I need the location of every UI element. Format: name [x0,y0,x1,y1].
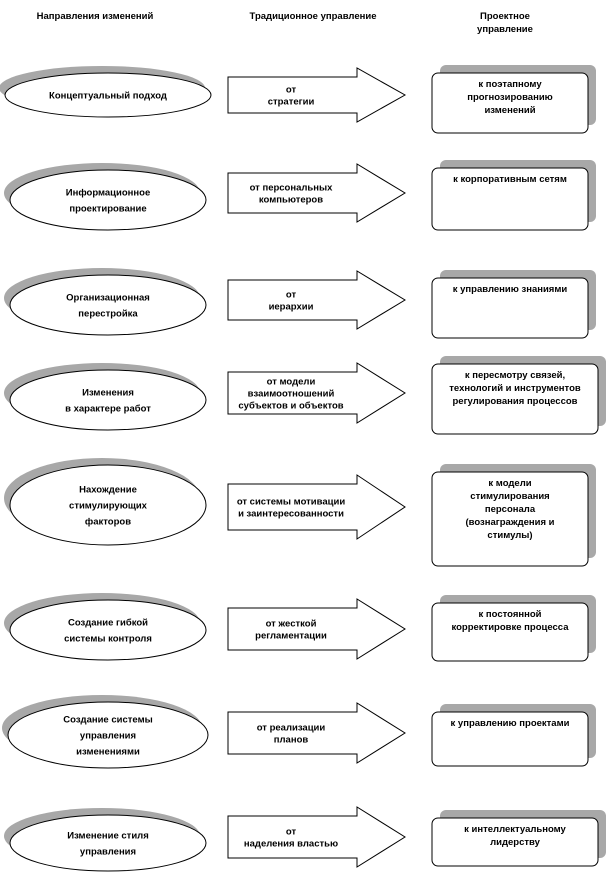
direction-label: Изменение стиля [67,831,149,842]
traditional-label: стратегии [268,97,315,108]
direction-label: Концептуальный подход [49,91,167,102]
traditional-label: от жесткой [266,619,317,630]
direction-label: проектирование [69,204,146,215]
project-box [431,711,589,767]
direction-label: факторов [85,517,131,528]
project-box [431,602,589,662]
project-label: технологий и инструментов [449,383,581,394]
arrow-shape [227,598,406,660]
traditional-label: от реализации [257,723,326,734]
traditional-label: компьютеров [259,195,323,206]
traditional-label: планов [274,735,309,746]
header-project-line: Проектное [480,11,530,22]
direction-ellipse [9,274,207,336]
traditional-label: от персональных [250,183,334,194]
project-box [431,363,599,435]
project-label: к модели [488,478,531,489]
project-label: (вознаграждения и [466,517,555,528]
direction-ellipse [9,464,207,546]
arrow-shape [227,270,406,330]
project-label: изменений [484,105,535,116]
direction-label: Организационная [66,293,150,304]
project-box [431,72,589,134]
traditional-label: наделения властью [244,839,338,850]
direction-label: Создание системы [63,715,152,726]
traditional-label: взаимоотношений [248,389,335,400]
arrow-shape [227,362,406,424]
project-label: стимулирования [470,491,549,502]
arrow-shape [227,474,406,540]
direction-label: Информационное [66,188,150,199]
traditional-label: от [286,290,297,301]
project-label: к корпоративным сетям [453,174,567,185]
direction-label: стимулирующих [69,501,148,512]
direction-ellipse [9,369,207,431]
direction-ellipse [9,599,207,661]
arrow-shape [227,806,406,868]
direction-label: системы контроля [64,634,152,645]
arrow-shape [227,702,406,764]
traditional-label: от [286,827,297,838]
header-project: Проектное управление [465,10,545,36]
header-directions: Направления изменений [36,11,154,22]
project-label: к поэтапному [478,79,542,90]
arrow-shape [227,163,406,223]
direction-label: перестройка [78,309,138,320]
project-label: к пересмотру связей, [465,370,565,381]
project-box [431,167,589,231]
project-label: прогнозированию [467,92,553,103]
traditional-label: от [286,85,297,96]
arrow-shape [227,67,407,123]
project-label: к управлению знаниями [453,284,568,295]
project-label: к интеллектуальному [464,824,566,835]
direction-ellipse [9,814,207,872]
direction-label: Изменения [82,388,134,399]
traditional-label: от модели [267,377,316,388]
direction-label: в характере работ [65,404,151,415]
direction-label: Создание гибкой [68,618,148,629]
direction-ellipse [9,169,207,231]
project-label: к постоянной [479,609,542,620]
direction-ellipse [7,701,209,769]
project-label: стимулы) [487,530,532,541]
project-box [431,817,599,867]
direction-label: изменениями [76,747,140,758]
header-project-line: управление [477,24,533,35]
project-label: лидерству [490,837,541,848]
traditional-label: регламентации [255,631,327,642]
direction-label: Нахождение [79,485,137,496]
direction-label: управления [80,847,136,858]
project-label: персонала [485,504,536,515]
project-box [431,277,589,339]
project-box [431,471,589,567]
traditional-label: от системы мотивации [237,497,345,508]
traditional-label: иерархии [269,302,314,313]
project-label: к управлению проектами [451,718,570,729]
traditional-label: субъектов и объектов [238,401,343,412]
project-label: корректировке процесса [451,622,569,633]
direction-label: управления [80,731,136,742]
header-traditional: Традиционное управление [249,11,377,22]
traditional-label: и заинтересованности [238,509,344,520]
direction-ellipse [4,72,212,118]
project-label: регулирования процессов [453,396,578,407]
